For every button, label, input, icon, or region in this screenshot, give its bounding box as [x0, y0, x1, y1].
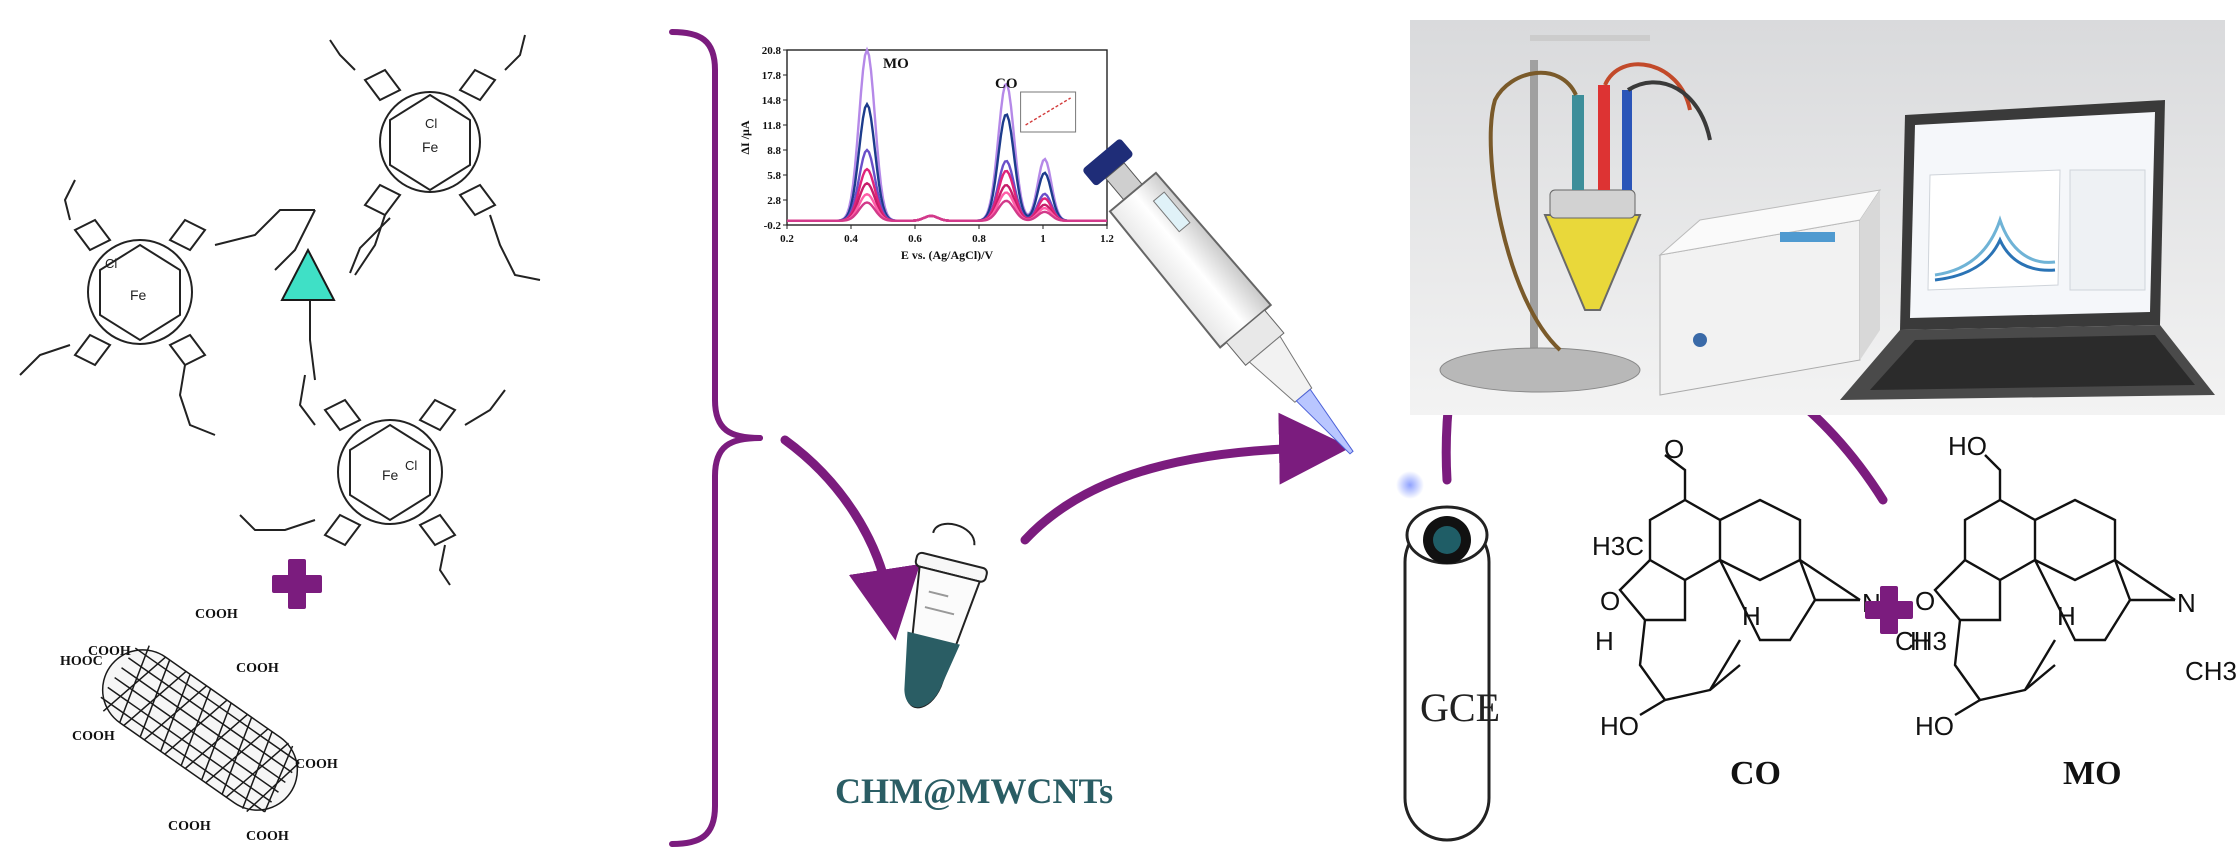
y-tick-label: 2.8 [767, 195, 781, 207]
cl-atom-label-bottom: Cl [405, 458, 417, 473]
y-tick-label: 20.8 [762, 45, 782, 57]
cooh-label-6: COOH [168, 819, 211, 834]
cooh-label-1: COOH [195, 607, 238, 622]
morphine-ho-bottom: HO [1915, 711, 1954, 741]
co-label: CO [1730, 755, 1781, 792]
x-tick-label: 0.6 [908, 233, 922, 245]
codeine-h3c: H3C [1592, 531, 1644, 561]
morphine-n: N [2177, 588, 2196, 618]
porphyrin-top [329, 34, 541, 281]
cl-atom-label-top: Cl [425, 116, 437, 131]
fe-atom-label-top: Fe [422, 139, 439, 155]
arrow-tube-to-pipette [1020, 412, 1351, 545]
x-tick-label: 0.4 [844, 233, 858, 245]
annotation-co: CO [995, 76, 1018, 92]
x-axis-label: E vs. (Ag/AgCl)/V [901, 248, 994, 262]
chm-mwcnts-label: CHM@MWCNTs [835, 771, 1114, 811]
codeine-o-methoxy: O [1664, 434, 1684, 464]
curly-bracket [669, 29, 763, 847]
cooh-label-2: COOH [236, 661, 279, 676]
annotation-mo: MO [883, 56, 909, 72]
cooh-label-4: COOH [72, 729, 115, 744]
x-tick-label: 1 [1040, 233, 1046, 245]
y-tick-label: 17.8 [762, 70, 782, 82]
micropipette [1083, 139, 1354, 455]
morphine-o-ring: O [1915, 586, 1935, 616]
codeine-h-right: H [1742, 601, 1761, 631]
codeine-h-left: H [1595, 626, 1614, 656]
morphine-ho-top: HO [1948, 431, 1987, 461]
plus-sign-left [272, 559, 322, 609]
cooh-label-5: COOH [295, 757, 338, 772]
mo-label: MO [2063, 755, 2122, 792]
x-tick-label: 0.2 [780, 233, 794, 245]
dpv-series-line [787, 199, 1107, 222]
y-axis-label: ΔI /μA [738, 120, 752, 154]
gce-label: GCE [1420, 685, 1500, 730]
glassy-carbon-electrode [1403, 505, 1491, 842]
hooc-label: HOOC [60, 654, 103, 669]
porphyrin-bottom [239, 374, 506, 586]
morphine-h-right: H [2057, 601, 2076, 631]
codeine-structure [1618, 454, 1861, 717]
pipette-tip-glow [1396, 471, 1424, 499]
y-tick-label: 5.8 [767, 170, 781, 182]
codeine-ho: HO [1600, 711, 1639, 741]
plus-sign-analytes [1865, 586, 1913, 634]
porphyrin-left [19, 179, 315, 436]
microcentrifuge-tube [904, 522, 988, 709]
codeine-o-ring: O [1600, 586, 1620, 616]
cl-atom-label-left: Cl [105, 256, 117, 271]
fe-atom-label-bottom: Fe [382, 467, 399, 483]
morphine-structure [1933, 454, 2176, 717]
fe-atom-label-left: Fe [130, 287, 147, 303]
arrow-bracket-to-tube [780, 435, 921, 641]
morphine-h-left: H [1910, 626, 1929, 656]
chart-frame [786, 49, 1108, 226]
x-tick-label: 0.8 [972, 233, 986, 245]
cooh-label-7: COOH [246, 829, 289, 844]
cooh-label-3: COOH [88, 644, 131, 659]
y-tick-label: 14.8 [762, 95, 782, 107]
x-tick-label: 1.2 [1100, 233, 1114, 245]
y-tick-label: -0.2 [764, 220, 782, 232]
porphyrin-trimer-structure [19, 34, 541, 586]
carbon-nanotube [100, 645, 300, 813]
dpv-chart: 20.8 17.8 14.8 11.8 8.8 5.8 2.8 -0.20.2 0.4 0.6 0.… [738, 45, 1114, 262]
morphine-ch3: CH3 [2185, 656, 2237, 686]
codeine-ch3: CH3 [1895, 626, 1947, 656]
core-triangle [280, 247, 336, 301]
inset-line [1025, 97, 1071, 126]
y-tick-label: 11.8 [762, 120, 781, 132]
y-tick-label: 8.8 [767, 145, 781, 157]
electrochemical-setup-photo [1410, 20, 2225, 415]
